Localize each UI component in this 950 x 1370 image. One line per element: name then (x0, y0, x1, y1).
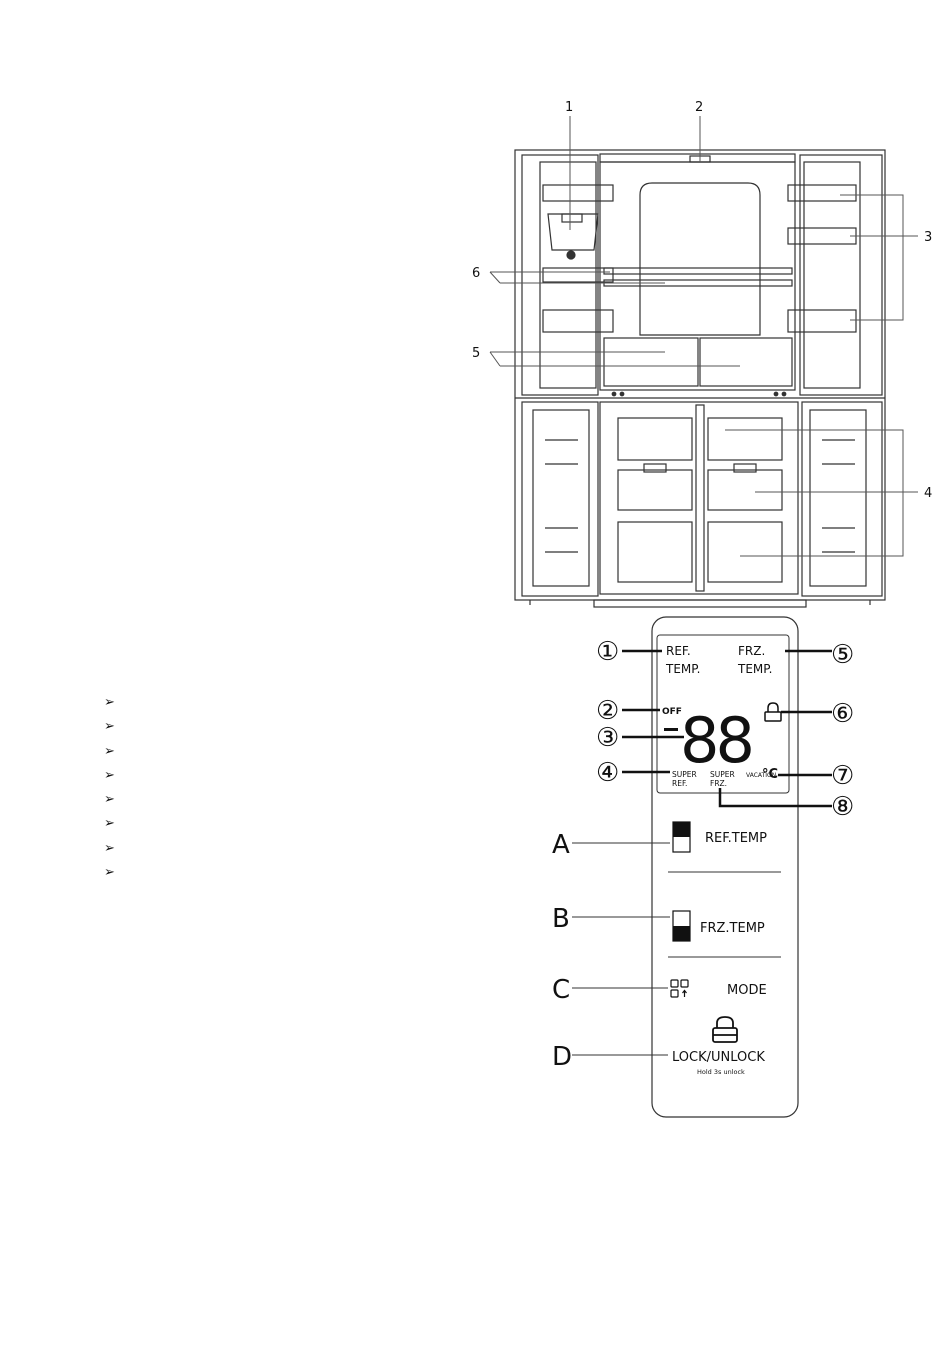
super-frz-line1: SUPER (710, 770, 735, 779)
vacation-indicator: VACATION (746, 772, 776, 779)
bullet-marker: ➢ (104, 816, 115, 831)
bullet-item: ➢ (104, 814, 115, 838)
letter-c: C (552, 975, 570, 1005)
bullet-marker: ➢ (104, 792, 115, 807)
display-callout-2: ② (596, 696, 619, 726)
display-callout-8: ⑧ (831, 792, 854, 822)
bullet-marker: ➢ (104, 768, 115, 783)
bullet-item: ➢ (104, 693, 115, 717)
super-ref-line1: SUPER (672, 770, 697, 779)
letter-d: D (552, 1042, 572, 1072)
letter-b: B (552, 904, 570, 934)
bullet-item: ➢ (104, 717, 115, 741)
ref-temp-label-line2: TEMP. (665, 662, 700, 676)
ref-temp-button-label: REF.TEMP (705, 831, 767, 846)
bullet-item: ➢ (104, 742, 115, 766)
bullet-marker: ➢ (104, 841, 115, 856)
bullet-list: ➢ ➢ ➢ ➢ ➢ ➢ ➢ ➢ (104, 693, 115, 887)
hold-unlock-note: Hold 3s unlock (697, 1068, 745, 1076)
letter-a: A (552, 830, 570, 860)
bullet-item: ➢ (104, 766, 115, 790)
display-callout-5: ⑤ (831, 640, 854, 670)
bullet-marker: ➢ (104, 744, 115, 759)
lock-unlock-button-label: LOCK/UNLOCK (672, 1050, 765, 1065)
temperature-digits: 88 (680, 704, 751, 777)
bullet-item: ➢ (104, 839, 115, 863)
bullet-item: ➢ (104, 790, 115, 814)
super-frz-line2: FRZ. (710, 779, 727, 788)
bullet-item: ➢ (104, 863, 115, 887)
frz-temp-icon-fill (673, 926, 690, 941)
display-callout-3: ③ (596, 723, 619, 753)
bullet-marker: ➢ (104, 719, 115, 734)
mode-button-label: MODE (727, 983, 767, 998)
frz-temp-label-line1: FRZ. (738, 644, 765, 658)
display-callout-1: ① (596, 637, 619, 667)
display-callout-6: ⑥ (831, 699, 854, 729)
display-callout-4: ④ (596, 758, 619, 788)
minus-indicator (664, 728, 678, 731)
super-ref-line2: REF. (672, 779, 687, 788)
display-callout-7: ⑦ (831, 761, 854, 791)
ref-temp-icon-fill (673, 822, 690, 837)
off-indicator: OFF (662, 707, 682, 717)
frz-temp-label-line2: TEMP. (737, 662, 772, 676)
bullet-marker: ➢ (104, 865, 115, 880)
bullet-marker: ➢ (104, 695, 115, 710)
frz-temp-button-label: FRZ.TEMP (700, 921, 765, 936)
ref-temp-label-line1: REF. (666, 644, 691, 658)
